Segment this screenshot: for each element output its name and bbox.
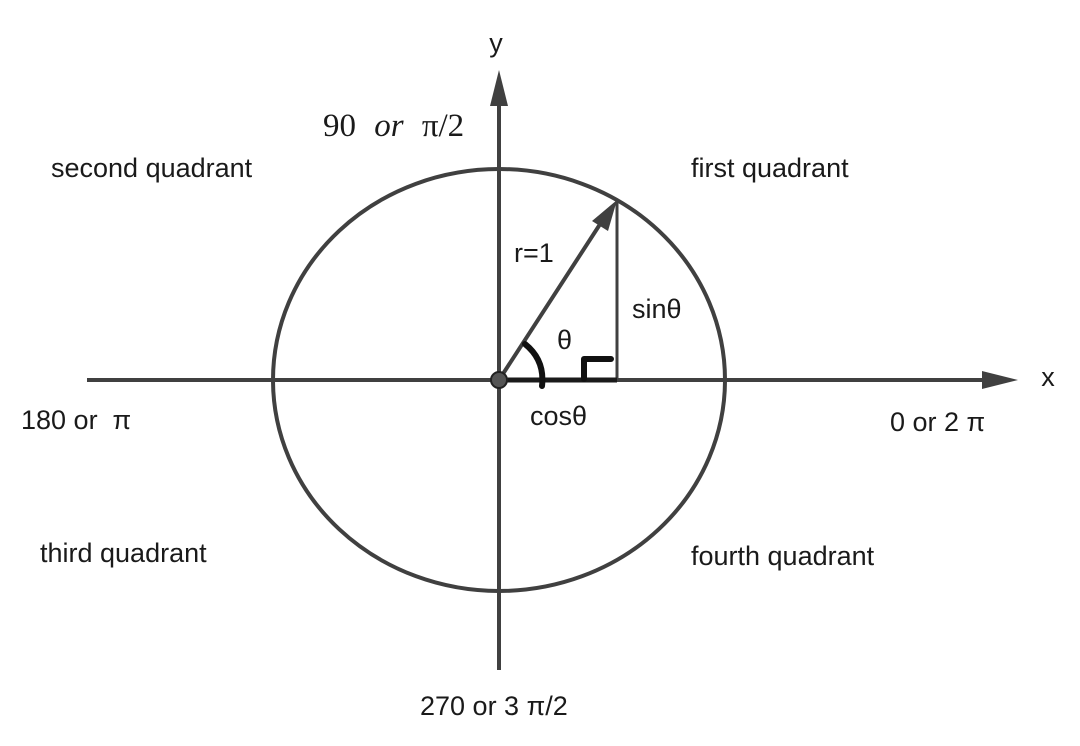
angle-label-right: 0 or 2 π [890, 407, 985, 437]
theta-label: θ [557, 325, 572, 355]
theta-angle-arc [522, 341, 546, 389]
cos-label: cosθ [530, 401, 587, 431]
y-axis-arrowhead [490, 70, 508, 106]
radius-arrowhead [592, 200, 617, 231]
sin-label: sinθ [632, 294, 682, 324]
x-axis-arrowhead [982, 371, 1018, 389]
angle-label-bottom: 270 or 3 π/2 [420, 691, 568, 721]
quadrant-label-fourth: fourth quadrant [691, 541, 875, 571]
angle-label-top: 90 or π/2 [323, 108, 464, 144]
radius-vector [497, 213, 608, 382]
angle-label-top-pi: π/2 [422, 108, 464, 144]
radius-label: r=1 [514, 238, 554, 268]
angle-label-left: 180 or π [21, 405, 131, 435]
origin-point [490, 371, 508, 389]
quadrant-label-second: second quadrant [51, 153, 253, 183]
quadrant-label-first: first quadrant [691, 153, 849, 183]
quadrant-label-third: third quadrant [40, 538, 207, 568]
angle-label-top-number: 90 [323, 108, 356, 144]
angle-label-top-or: or [374, 108, 404, 144]
x-axis-label: x [1041, 362, 1055, 392]
right-angle-marker [581, 356, 614, 382]
y-axis-label: y [489, 28, 503, 58]
